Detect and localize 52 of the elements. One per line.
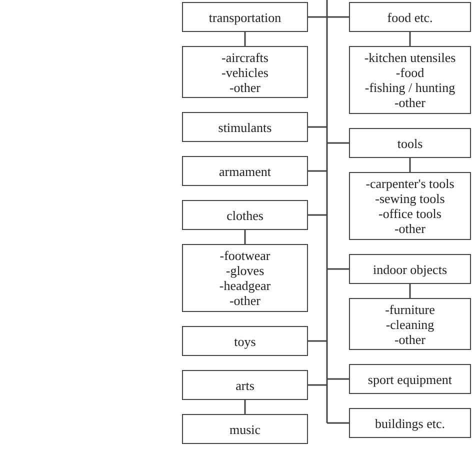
connector-line (409, 158, 411, 172)
category-box (349, 298, 471, 350)
category-box (182, 156, 308, 186)
connector-line (244, 32, 246, 46)
connector-line (327, 142, 349, 144)
category-text: -carpenter's tools -sewing tools -office tools -other (366, 176, 454, 236)
category-box (349, 46, 471, 114)
category-text: -kitchen utensiles -food -fishing / hunting -other (364, 50, 456, 110)
category-text: arts (236, 378, 254, 392)
category-box (182, 414, 308, 444)
connector-line (327, 422, 349, 424)
connector-line (327, 378, 349, 380)
category-text: transportation (208, 10, 282, 24)
category-text: music (229, 422, 261, 436)
category-text: stimulants (218, 120, 272, 134)
category-text: -aircrafts -vehicles -other (222, 50, 268, 94)
connector-line (327, 16, 349, 18)
category-text: toys (234, 334, 256, 348)
category-box (349, 172, 471, 240)
category-box (349, 254, 471, 284)
connector-line (409, 32, 411, 46)
connector-line (327, 268, 349, 270)
connector-line (244, 230, 246, 244)
category-box (349, 408, 471, 438)
connector-line (244, 400, 246, 414)
connector-line (308, 384, 327, 386)
category-text: buildings etc. (374, 416, 446, 430)
connector-line (308, 16, 327, 18)
connector-line (308, 214, 327, 216)
category-text: food etc. (387, 10, 433, 24)
category-box (182, 370, 308, 400)
category-box (182, 326, 308, 356)
category-box (182, 200, 308, 230)
connector-line (308, 340, 327, 342)
category-box (182, 2, 308, 32)
category-text: armament (219, 164, 271, 178)
category-text: clothes (226, 208, 264, 222)
category-box (182, 46, 308, 98)
category-text: sport equipment (368, 372, 452, 386)
category-text: -footwear -gloves -headgear -other (219, 248, 271, 308)
category-box (349, 128, 471, 158)
connector-line (409, 284, 411, 298)
category-box (349, 2, 471, 32)
category-box (182, 244, 308, 312)
category-text: tools (397, 136, 423, 150)
category-text: indoor objects (372, 262, 447, 276)
connector-line (308, 170, 327, 172)
connector-line (308, 126, 327, 128)
trunk-line (326, 0, 328, 423)
category-box (349, 364, 471, 394)
category-box (182, 112, 308, 142)
category-text: -furniture -cleaning -other (385, 302, 435, 346)
